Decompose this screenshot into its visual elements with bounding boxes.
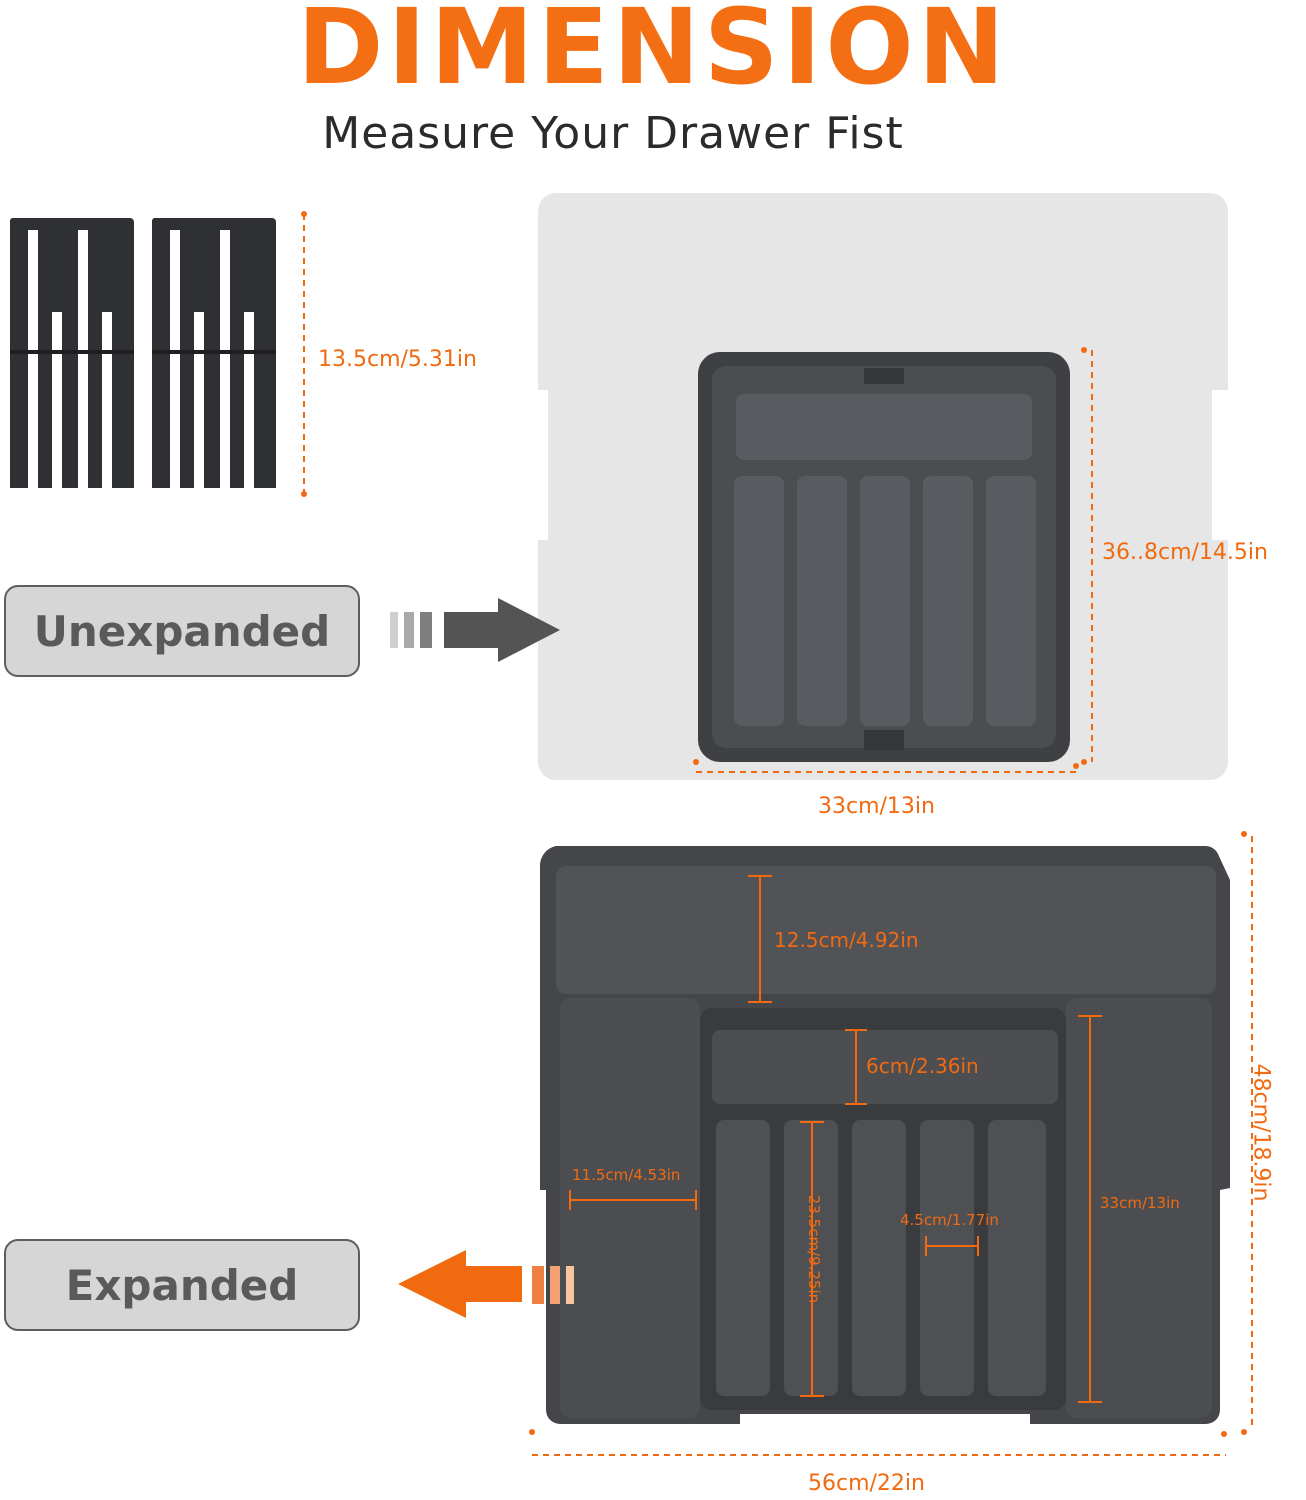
expanded-width-label: 56cm/22in — [808, 1471, 925, 1496]
page-subtitle: Measure Your Drawer Fist — [322, 108, 904, 159]
slot-width-dim: 4.5cm/1.77in — [900, 1211, 999, 1229]
expanded-label: Expanded — [4, 1239, 360, 1331]
slot-length-dim: 23.5cm/9.25in — [805, 1194, 824, 1304]
expanded-tray — [539, 846, 1230, 1424]
front-tray-dim: 6cm/2.36in — [866, 1054, 979, 1078]
expanded-depth-label: 48cm/18.9in — [1248, 1063, 1274, 1202]
divider-height-label: 13.5cm/5.31in — [318, 347, 477, 372]
back-compartment-dim: 12.5cm/4.92in — [774, 928, 919, 952]
arrow-left-icon — [398, 1250, 574, 1318]
side-width-dim: 11.5cm/4.53in — [572, 1166, 681, 1184]
divider-piece-left — [9, 218, 135, 488]
page-title: DIMENSION — [297, 0, 1009, 108]
unexpanded-width-label: 33cm/13in — [818, 794, 935, 819]
unexpanded-tray — [698, 352, 1070, 762]
arrow-right-icon — [390, 598, 560, 662]
unexpanded-depth-label: 36..8cm/14.5in — [1102, 540, 1268, 565]
divider-piece-right — [151, 218, 276, 488]
unexpanded-label: Unexpanded — [4, 585, 360, 677]
inner-length-dim: 33cm/13in — [1100, 1194, 1180, 1212]
